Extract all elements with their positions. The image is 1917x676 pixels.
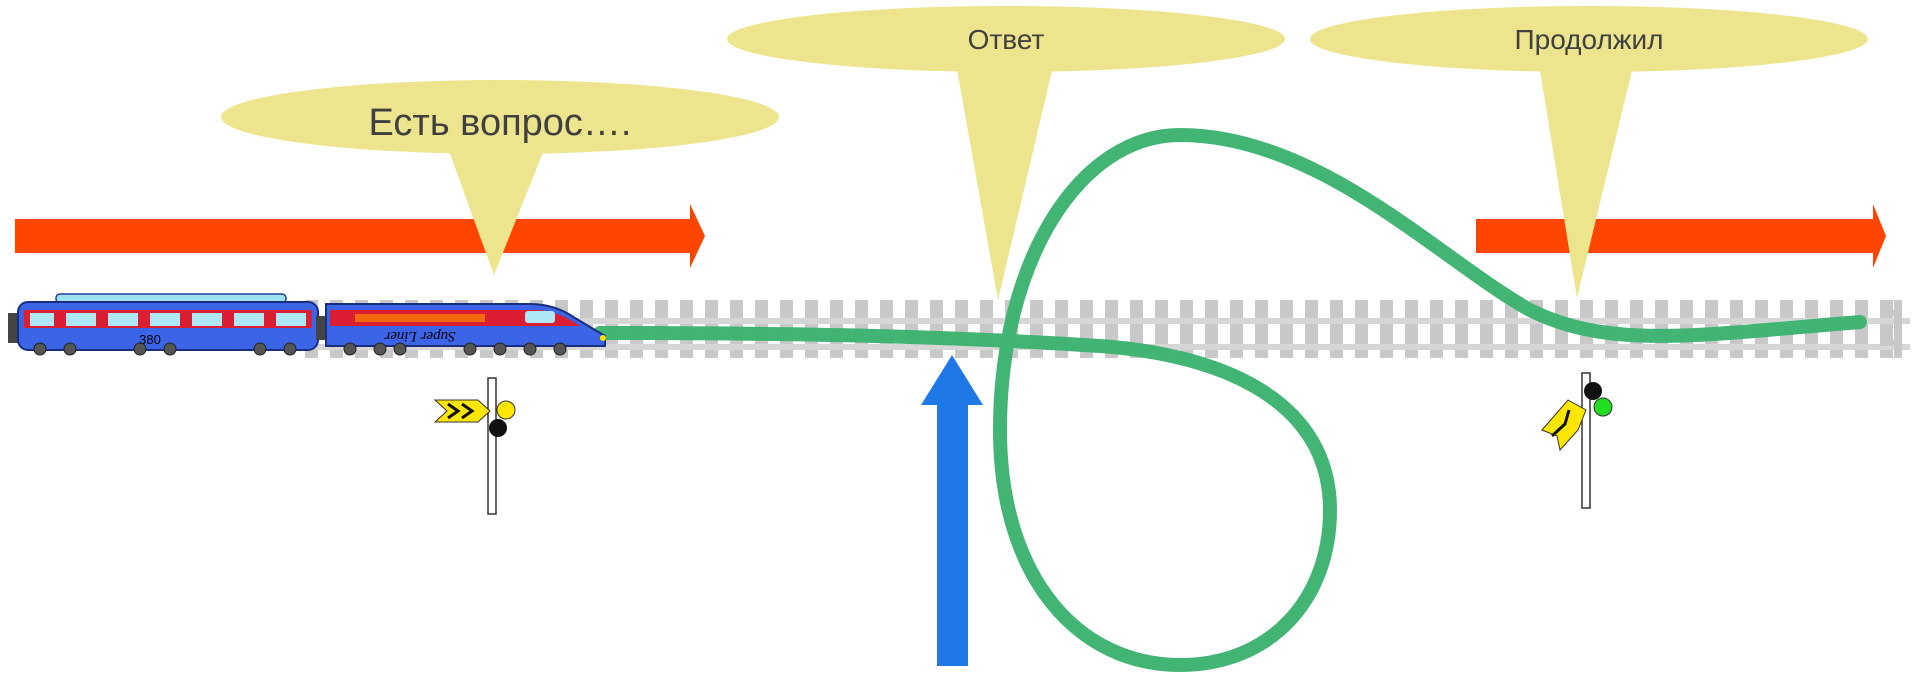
train-wheel xyxy=(373,342,387,356)
train-wheel xyxy=(133,342,147,356)
train-wheel xyxy=(283,342,297,356)
train-wheel xyxy=(343,342,357,356)
rail-tie xyxy=(1455,300,1468,358)
train-wheel xyxy=(463,342,477,356)
train-front-car: Super Liner xyxy=(316,303,606,347)
train-rear-windows xyxy=(30,313,306,326)
train-rear-car: 380 xyxy=(8,293,319,351)
interruption-arrow-up xyxy=(921,355,983,666)
rail-tie xyxy=(880,300,893,358)
callout-question-text: Есть вопрос…. xyxy=(369,102,632,144)
callout-answer-text: Ответ xyxy=(968,24,1045,55)
rail-tie xyxy=(1405,300,1418,358)
progress-arrow-right xyxy=(1476,204,1886,268)
rail-tie xyxy=(1230,300,1243,358)
signal-lamp-yellow xyxy=(496,400,516,420)
conversation-path-line xyxy=(593,127,1867,673)
train-wheel xyxy=(63,342,77,356)
railway-signal-right xyxy=(1541,372,1613,509)
rail-tie xyxy=(1280,300,1293,358)
rail-tie xyxy=(1855,300,1868,358)
progress-arrow-left xyxy=(15,204,705,268)
rail-tie xyxy=(1180,300,1193,358)
rail-tie xyxy=(1480,300,1493,358)
train-wheel xyxy=(33,342,47,356)
callout-answer: Ответ xyxy=(727,6,1285,300)
rail-tie xyxy=(1430,300,1443,358)
rail-tie xyxy=(1255,300,1268,358)
rail-tie xyxy=(1380,300,1393,358)
signal-lamp-green xyxy=(1593,397,1613,417)
rail-tie xyxy=(1330,300,1343,358)
rail-tie xyxy=(1355,300,1368,358)
train-wheel xyxy=(253,342,267,356)
train-icon: 380 Super Liner xyxy=(8,293,606,356)
rail-tie xyxy=(1155,300,1168,358)
rail-tie xyxy=(1305,300,1318,358)
signal-lamp-black xyxy=(489,419,507,437)
callout-continued-text: Продолжил xyxy=(1515,24,1664,55)
train-wheel xyxy=(553,342,567,356)
rail-tie xyxy=(1505,300,1518,358)
train-brand-label: Super Liner xyxy=(384,328,455,344)
train-number-rear: 380 xyxy=(139,332,161,347)
train-wheel xyxy=(523,342,537,356)
train-wheel xyxy=(163,342,177,356)
callout-continued: Продолжил xyxy=(1310,6,1868,298)
rail-tie xyxy=(1205,300,1218,358)
railway-signal-left xyxy=(433,377,516,515)
train-wheel xyxy=(393,342,407,356)
rail-top xyxy=(300,318,1910,324)
train-wheels xyxy=(33,342,567,356)
train-wheel xyxy=(493,342,507,356)
buffer-stop-icon xyxy=(1880,300,1902,358)
callout-question: Есть вопрос…. xyxy=(221,80,779,275)
signal-lamp-black-right xyxy=(1584,382,1602,400)
